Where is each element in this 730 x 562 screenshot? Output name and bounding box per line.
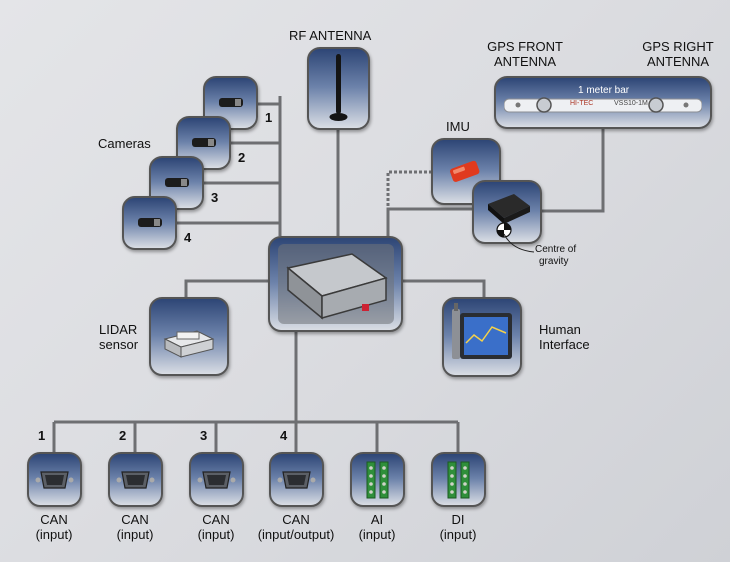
cameras-label: Cameras xyxy=(98,136,151,151)
camera-2-number: 2 xyxy=(238,150,246,165)
io-name: AI xyxy=(370,512,384,527)
terminal-block-icon xyxy=(447,461,470,499)
can-1-number: 1 xyxy=(38,428,46,443)
io-name: CAN xyxy=(282,512,310,527)
human-interface-label-line1: Human xyxy=(539,322,581,337)
ai-module[interactable] xyxy=(350,452,405,507)
camera-3-number: 3 xyxy=(211,190,219,205)
gps-receiver-unit-icon xyxy=(488,194,530,238)
can-4-module[interactable] xyxy=(269,452,324,507)
lidar-scanner-icon xyxy=(163,330,215,358)
whip-antenna-icon xyxy=(329,54,348,121)
rugged-case-logger-icon xyxy=(278,244,394,324)
lidar-wire xyxy=(184,279,270,297)
camera-4-number: 4 xyxy=(184,230,192,245)
rf-antenna-label: RF ANTENNA xyxy=(289,28,372,43)
human-interface-label-line2: Interface xyxy=(539,337,590,352)
can-2-label: CAN (input) xyxy=(95,512,175,542)
gps-antenna-box[interactable]: 1 meter bar HI-TEC VSS10-1M xyxy=(494,76,712,129)
terminal-block-icon xyxy=(366,461,389,499)
db9-connector-icon xyxy=(197,471,236,489)
camera-icon xyxy=(138,218,162,227)
db9-connector-icon xyxy=(277,471,316,489)
lidar-sensor-box[interactable] xyxy=(149,297,229,376)
io-name: DI xyxy=(451,512,465,527)
can-4-label: CAN (input/output) xyxy=(248,512,344,542)
gps-front-label: GPS FRONT ANTENNA xyxy=(475,39,575,69)
can-1-module[interactable] xyxy=(27,452,82,507)
camera-icon xyxy=(192,138,216,147)
cog-label-line2: gravity xyxy=(539,256,569,267)
gps-receiver-box[interactable] xyxy=(472,180,542,244)
cog-label-line1: Centre of xyxy=(535,244,577,255)
can-3-module[interactable] xyxy=(189,452,244,507)
io-name: CAN xyxy=(40,512,68,527)
cog-label: Centre of gravity xyxy=(535,244,576,268)
io-name: CAN xyxy=(121,512,149,527)
io-mode: (input) xyxy=(358,527,396,542)
hmi-wire xyxy=(403,279,486,297)
db9-connector-icon xyxy=(116,471,155,489)
gps-front-label-line1: GPS FRONT xyxy=(487,39,563,54)
gps-front-label-line2: ANTENNA xyxy=(493,54,557,69)
can-3-number: 3 xyxy=(200,428,208,443)
io-mode: (input) xyxy=(197,527,235,542)
camera-4-box[interactable] xyxy=(122,196,177,250)
camera-2-box[interactable] xyxy=(176,116,231,170)
imu-dotted-wire xyxy=(386,170,431,211)
io-mode: (input) xyxy=(439,527,477,542)
camera-1-number: 1 xyxy=(265,110,273,125)
camera-icon xyxy=(219,98,243,107)
io-mode: (input) xyxy=(116,527,154,542)
imu-sensor-icon xyxy=(450,160,480,182)
db9-connector-icon xyxy=(35,471,74,489)
io-name: CAN xyxy=(202,512,230,527)
touchscreen-monitor-icon xyxy=(452,303,512,359)
di-module[interactable] xyxy=(431,452,486,507)
gps-right-label-line1: GPS RIGHT xyxy=(642,39,714,54)
camera-icon xyxy=(165,178,189,187)
lidar-label: LIDAR sensor xyxy=(99,322,138,352)
io-mode: (input) xyxy=(35,527,73,542)
lidar-label-line2: sensor xyxy=(99,337,139,352)
human-interface-box[interactable] xyxy=(442,297,522,377)
bar-brand-text: HI-TEC xyxy=(570,100,594,107)
gps-right-label-line2: ANTENNA xyxy=(646,54,710,69)
gps-right-label: GPS RIGHT ANTENNA xyxy=(632,39,724,69)
rf-antenna-box[interactable] xyxy=(307,47,370,130)
central-logger-box[interactable] xyxy=(268,236,403,332)
can-1-label: CAN (input) xyxy=(14,512,94,542)
io-mode: (input/output) xyxy=(257,527,335,542)
cog-pointer-line xyxy=(503,233,535,253)
can-3-label: CAN (input) xyxy=(176,512,256,542)
meter-bar-label: 1 meter bar xyxy=(578,85,630,96)
gps-receiver-icon xyxy=(504,97,702,113)
can-2-number: 2 xyxy=(119,428,127,443)
human-interface-label: Human Interface xyxy=(539,322,590,352)
imu-label: IMU xyxy=(446,119,470,134)
can-4-number: 4 xyxy=(280,428,288,443)
can-2-module[interactable] xyxy=(108,452,163,507)
di-label: DI (input) xyxy=(418,512,498,542)
lidar-label-line1: LIDAR xyxy=(99,322,138,337)
ai-label: AI (input) xyxy=(337,512,417,542)
bar-code-text: VSS10-1M xyxy=(614,100,648,107)
